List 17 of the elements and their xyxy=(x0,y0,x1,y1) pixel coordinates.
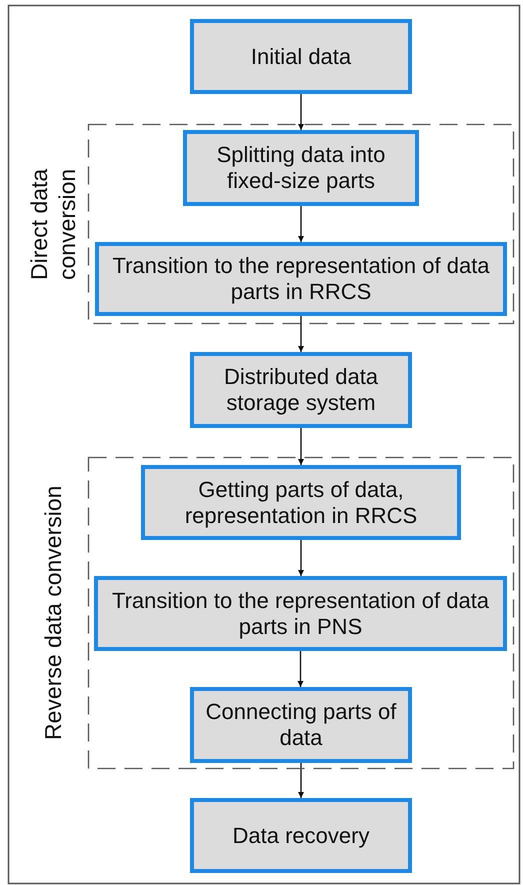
process-box: Initial data xyxy=(190,19,412,94)
process-box: Connecting parts of data xyxy=(190,687,412,763)
arrow xyxy=(298,540,304,576)
process-box: Data recovery xyxy=(190,798,412,873)
arrow xyxy=(298,94,304,130)
process-box: Transition to the representation of data parts in PNS xyxy=(94,576,507,651)
arrow xyxy=(298,763,304,798)
process-box: Splitting data into fixed-size parts xyxy=(183,130,419,206)
arrow xyxy=(298,428,304,465)
process-box: Distributed data storage system xyxy=(190,352,412,428)
arrow xyxy=(298,316,304,352)
arrow xyxy=(298,206,304,242)
process-box: Transition to the representation of data parts in RRCS xyxy=(95,242,507,316)
group-label: Direct data conversion xyxy=(25,167,81,282)
process-box: Getting parts of data, representation in RRCS xyxy=(141,465,461,540)
arrow xyxy=(298,651,304,687)
group-label: Reverse data conversion xyxy=(39,484,67,742)
